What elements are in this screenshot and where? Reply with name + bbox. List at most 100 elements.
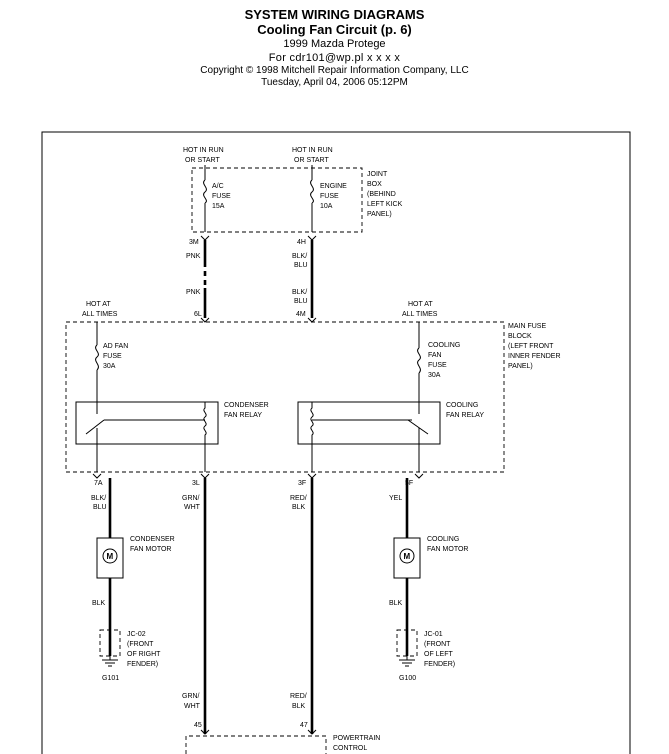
main-fuse-block-label-3: (LEFT FRONT [508, 343, 554, 350]
cooling-fan-fuse-label-1: COOLING [428, 342, 460, 349]
copyright-line: Copyright © 1998 Mitchell Repair Informa… [200, 65, 469, 76]
pcm-wire-left-label-1: GRN/ [182, 693, 200, 700]
condenser-fan-relay-label-1: CONDENSER [224, 402, 269, 409]
wire-blk-blu-label-bottom-1: BLK/ [292, 289, 307, 296]
jc-01-label-4: FENDER) [424, 661, 455, 668]
main-fuse-block-label-4: INNER FENDER [508, 353, 561, 360]
wire-blk-ground-left-label: BLK [92, 600, 106, 607]
cooling-relay-switch [407, 402, 429, 444]
pcm-label-1: POWERTRAIN [333, 735, 380, 742]
engine-fuse-icon [310, 179, 314, 204]
jc-02-label-1: JC-02 [127, 631, 146, 638]
main-fuse-block-label-1: MAIN FUSE [508, 323, 546, 330]
diagram-title: SYSTEM WIRING DIAGRAMS [244, 7, 425, 22]
print-date: Tuesday, April 04, 2006 05:12PM [261, 77, 408, 88]
joint-box-label-1: JOINT [367, 171, 388, 178]
wire-pnk-label-top: PNK [186, 253, 201, 260]
pcm-wire-right-label-1: RED/ [290, 693, 307, 700]
hot-label-right-line2: OR START [294, 157, 329, 164]
wire-pnk-label-bottom: PNK [186, 289, 201, 296]
ground-g101-label: G101 [102, 675, 119, 682]
pin-3m: 3M [189, 239, 199, 246]
cooling-motor-symbol: M [404, 552, 411, 561]
engine-fuse-label-3: 10A [320, 203, 333, 210]
pin-4h: 4H [297, 239, 306, 246]
cooling-fan-fuse-label-4: 30A [428, 372, 441, 379]
jc-02-label-4: FENDER) [127, 661, 158, 668]
ad-fan-fuse-icon [95, 344, 99, 371]
pcm-outline [185, 735, 327, 754]
ad-fan-fuse-label-1: AD FAN [103, 343, 128, 350]
wire-red-blk-label-1: RED/ [290, 495, 307, 502]
wire-yel-label: YEL [389, 495, 402, 502]
jc-01-label-2: (FRONT [424, 641, 451, 648]
wire-blk-blu-label-top-1: BLK/ [292, 253, 307, 260]
cooling-relay-coil [310, 402, 412, 444]
wire-blk-blu-lower-label-1: BLK/ [91, 495, 106, 502]
joint-box-label-5: PANEL) [367, 211, 392, 218]
ac-fuse-label-1: A/C [212, 183, 224, 190]
pin-4m: 4M [296, 311, 306, 318]
engine-fuse-label-2: FUSE [320, 193, 339, 200]
cooling-fan-fuse-label-2: FAN [428, 352, 442, 359]
wire-blk-blu-lower-label-2: BLU [93, 504, 107, 511]
ad-fan-fuse-label-2: FUSE [103, 353, 122, 360]
condenser-fan-motor-label-2: FAN MOTOR [130, 546, 171, 553]
wire-blk-blu-label-top-2: BLU [294, 262, 308, 269]
engine-fuse-label-1: ENGINE [320, 183, 347, 190]
wire-grn-wht-label-2: WHT [184, 504, 201, 511]
diagram-subtitle: Cooling Fan Circuit (p. 6) [257, 22, 412, 37]
main-fuse-block-outline [65, 321, 505, 473]
cooling-fan-fuse-label-3: FUSE [428, 362, 447, 369]
cooling-fan-fuse-icon [417, 347, 421, 374]
licensed-user: For cdr101@wp.pl x x x x [268, 52, 401, 64]
pin-3l: 3L [192, 480, 200, 487]
condenser-motor-symbol: M [107, 552, 114, 561]
ac-fuse-label-2: FUSE [212, 193, 231, 200]
pin-5f: 5F [405, 480, 413, 487]
cooling-fan-relay-box [297, 401, 441, 445]
joint-box-label-3: (BEHIND [367, 191, 396, 198]
ground-g101-icon [102, 656, 118, 667]
pcm-label-2: CONTROL [333, 745, 367, 752]
joint-box-label-2: BOX [367, 181, 382, 188]
joint-box-label-4: LEFT KICK [367, 201, 403, 208]
hot-label-left-line2: OR START [185, 157, 220, 164]
hot-label-right-line1: HOT IN RUN [292, 147, 333, 154]
jc-01-label-3: OF LEFT [424, 651, 454, 658]
cooling-fan-motor-label-1: COOLING [427, 536, 459, 543]
wire-blk-blu-label-bottom-2: BLU [294, 298, 308, 305]
ac-fuse-label-3: 15A [212, 203, 225, 210]
joint-box-outline [191, 167, 363, 233]
condenser-fan-motor-icon [102, 548, 118, 564]
wire-grn-wht-label-1: GRN/ [182, 495, 200, 502]
cooling-fan-motor-label-2: FAN MOTOR [427, 546, 468, 553]
block-internal-wires [96, 444, 420, 472]
wire-red-blk-label-2: BLK [292, 504, 306, 511]
condenser-fan-motor-label-1: CONDENSER [130, 536, 175, 543]
hot-all-right-line2: ALL TIMES [402, 311, 438, 318]
hot-label-left-line1: HOT IN RUN [183, 147, 224, 154]
jc-02-label-2: (FRONT [127, 641, 154, 648]
pin-3f: 3F [298, 480, 306, 487]
condenser-relay-switch [85, 402, 105, 444]
pin-arrows-block-out [92, 473, 424, 479]
main-fuse-block-label-5: PANEL) [508, 363, 533, 370]
condenser-fan-relay-label-2: FAN RELAY [224, 412, 262, 419]
pin-arrows-pcm [200, 729, 317, 735]
vehicle-name: 1999 Mazda Protege [283, 38, 386, 50]
jc-02-label-3: OF RIGHT [127, 651, 161, 658]
hot-all-left-line1: HOT AT [86, 301, 111, 308]
pcm-wire-right-label-2: BLK [292, 703, 306, 710]
pcm-pin-47: 47 [300, 722, 308, 729]
pcm-pin-45: 45 [194, 722, 202, 729]
condenser-relay-coil [104, 402, 207, 444]
pcm-wire-left-label-2: WHT [184, 703, 201, 710]
main-fuse-block-label-2: BLOCK [508, 333, 532, 340]
pin-7a: 7A [94, 480, 103, 487]
ac-fuse-icon [203, 179, 207, 204]
hot-all-left-line2: ALL TIMES [82, 311, 118, 318]
wire-blk-ground-right-label: BLK [389, 600, 403, 607]
cooling-fan-relay-label-1: COOLING [446, 402, 478, 409]
